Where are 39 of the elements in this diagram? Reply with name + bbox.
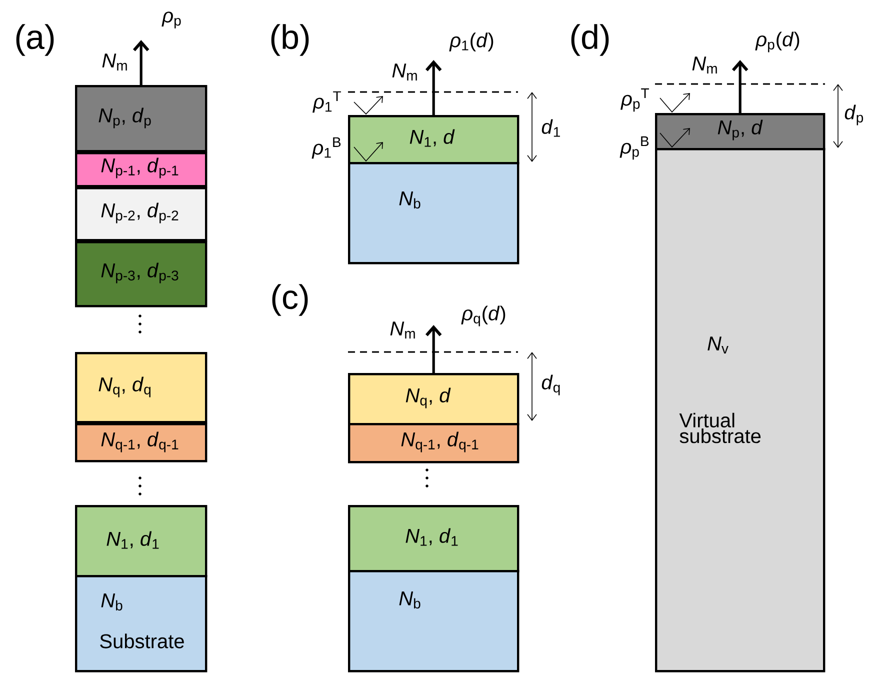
panel-label: (a) [16, 24, 54, 56]
layer-box: N$_{q}$, d [348, 373, 520, 426]
edge-label: N$_{m}$ [390, 62, 420, 82]
layer-box: N$_{1}$, d$_{1}$ [75, 505, 208, 578]
symbol-label: ρ$_{p}$ [162, 12, 181, 28]
edge-label: N$_{m}$ [388, 320, 418, 340]
symbol-label: ρ$_{p}$B [620, 136, 649, 160]
symbol-label: d$_{p}$ [844, 104, 864, 126]
symbol-label: ρ$_{p}$(d) [755, 32, 800, 52]
layer-box: N$_{p-3}$, d$_{p-3}$ [75, 241, 208, 308]
layer-box: N$_{1}$, d [348, 115, 520, 164]
edge-label: N$_{m}$ [100, 52, 130, 72]
layer-box: N$_{b}$ [348, 570, 520, 672]
symbol-label: ρ$_{q}$(d) [461, 306, 506, 326]
panel-label: (c) [272, 284, 308, 316]
arrow [425, 325, 442, 373]
layer-box: N$_{p-1}$, d$_{p-1}$ [75, 152, 208, 188]
symbol-label: d$_{1}$ [542, 119, 560, 137]
layer-box: N$_{b}$ [348, 162, 520, 264]
arrow [732, 60, 748, 113]
arrow [425, 60, 442, 115]
arrow [132, 40, 150, 85]
symbol-label: ρ$_{p}$T [620, 88, 649, 112]
layer-box: N$_{b}$ Substrate [75, 575, 208, 672]
symbol-label: ρ$_{1}$B [312, 137, 341, 159]
symbol-label: ρ$_{1}$(d) [449, 32, 494, 52]
layer-box: N$_{1}$, d$_{1}$ [348, 505, 520, 572]
layer-box: N$_{q-1}$, d$_{q-1}$ [348, 423, 520, 464]
symbol-label: d$_{q}$ [542, 374, 560, 396]
layer-box: N$_{q-1}$, d$_{q-1}$ [75, 423, 208, 462]
layer-box: N$_{v}$ Virtual substrate [655, 148, 826, 672]
panel-label: (b) [271, 24, 309, 56]
symbol-label: ρ$_{1}$T [312, 91, 341, 113]
layer-box: N$_{q}$, d$_{q}$ [75, 352, 208, 424]
layer-box: N$_{p-2}$, d$_{p-2}$ [75, 187, 208, 242]
edge-label: N$_{m}$ [690, 56, 720, 74]
layer-box: N$_{p}$, d [655, 113, 826, 150]
panel-label: (d) [571, 24, 609, 56]
layer-box: N$_{p}$, d$_{p}$ [75, 85, 208, 152]
